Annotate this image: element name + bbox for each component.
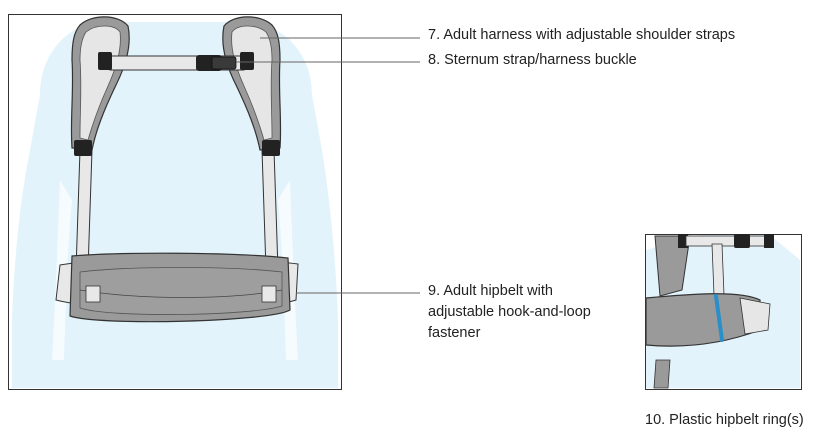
body-silhouette (12, 22, 338, 388)
hipbelt (55, 252, 299, 323)
main-figure-frame (8, 14, 342, 390)
callout-8-label: 8. Sternum strap/harness buckle (428, 52, 637, 68)
callout-10-label: 10. Plastic hipbelt ring(s) (645, 412, 804, 428)
callout-9-label-line2: adjustable hook-and-loop (428, 304, 591, 320)
right-shoulder-strap (261, 140, 280, 271)
left-shoulder-strap (74, 140, 93, 271)
sternum-buckle (196, 55, 237, 71)
inset-side-view (645, 234, 800, 389)
callout-7-label: 7. Adult harness with adjustable shoulde… (428, 27, 736, 43)
callout-9-label-line3: fastener (428, 325, 481, 341)
callout-9-label-line1: 9. Adult hipbelt with (428, 283, 553, 299)
plastic-hipbelt-ring (714, 294, 724, 342)
